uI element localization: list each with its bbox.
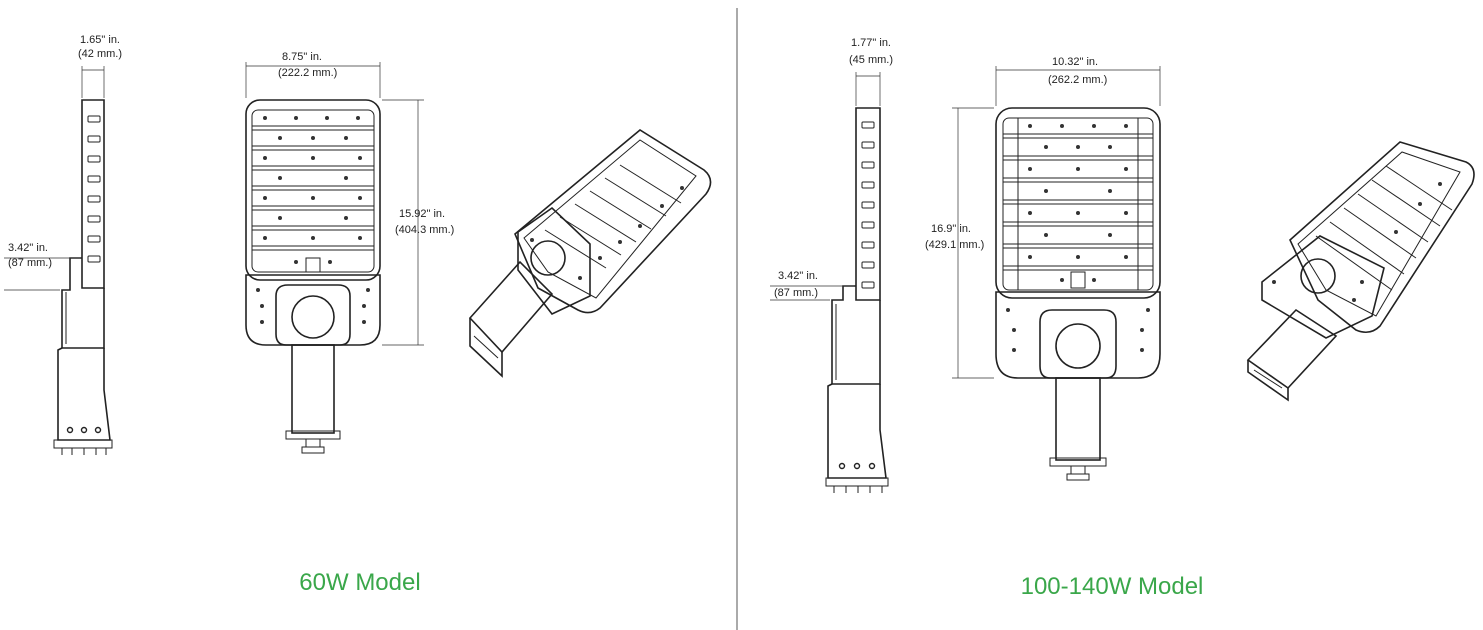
side-view-60w: 1.65" in. (42 mm.) 3.42" in. (87 mm.): [4, 34, 122, 455]
caption-60w: 60W Model: [299, 569, 420, 596]
caption-100-140w: 100-140W Model: [1021, 573, 1204, 600]
iso-view-100w: [1246, 141, 1475, 402]
length-label: 16.9" in.: [931, 223, 971, 235]
side-depth-mm: (45 mm.): [849, 54, 893, 66]
front-view-100w: 10.32" in. (262.2 mm.) 16.9" in. (429.1 …: [925, 56, 1161, 481]
iso-view-60w: [468, 129, 712, 378]
side-depth-label: 1.77" in.: [851, 37, 891, 49]
arm-height-label: 3.42" in.: [778, 270, 818, 282]
length-label: 15.92" in.: [399, 208, 445, 220]
length-mm: (404.3 mm.): [395, 224, 454, 236]
model-100-140w: 1.77" in. (45 mm.) 3.42" in. (87 mm.): [770, 37, 1475, 600]
side-view-100w: 1.77" in. (45 mm.) 3.42" in. (87 mm.): [770, 37, 893, 493]
side-depth-label: 1.65" in.: [80, 34, 120, 46]
front-view-60w: 8.75" in. (222.2 mm.) 15.92" in. (404.3 …: [245, 51, 454, 454]
model-60w: 1.65" in. (42 mm.) 3.42" in. (87 mm.): [4, 34, 712, 596]
length-mm: (429.1 mm.): [925, 239, 984, 251]
width-mm: (222.2 mm.): [278, 67, 337, 79]
arm-height-label: 3.42" in.: [8, 242, 48, 254]
width-label: 8.75" in.: [282, 51, 322, 63]
arm-height-mm: (87 mm.): [8, 257, 52, 269]
arm-height-mm: (87 mm.): [774, 287, 818, 299]
side-depth-mm: (42 mm.): [78, 48, 122, 60]
width-mm: (262.2 mm.): [1048, 74, 1107, 86]
width-label: 10.32" in.: [1052, 56, 1098, 68]
